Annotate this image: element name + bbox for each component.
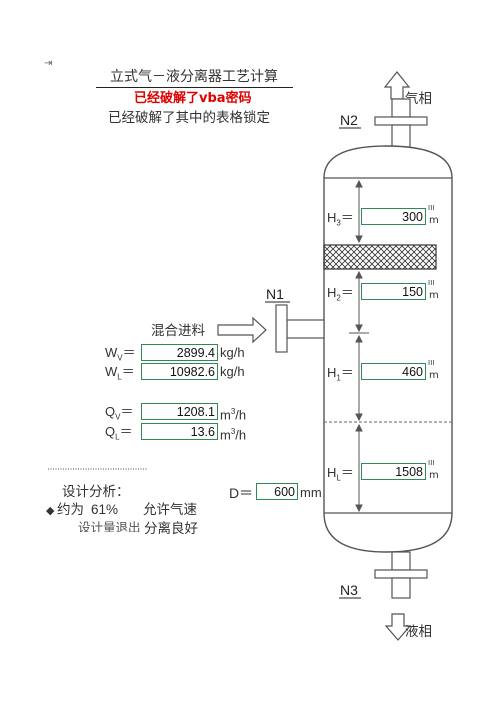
analysis-heading: 设计分析： [62,484,130,500]
wl-label: WL＝ [105,364,135,382]
hl-value-cell[interactable]: 1508 [361,463,426,480]
inlet-nozzle-neck [286,319,325,339]
qv-label: QV＝ [105,404,134,422]
diameter-value-cell[interactable]: 600 [256,483,298,500]
h1-unit-fragment-bottom: m [429,372,439,379]
hl-unit-fragment-top: I I I [428,459,435,467]
analysis-percent: 61% [91,502,119,517]
nozzle-label-n1: N1 [266,286,284,302]
qv-value-cell[interactable]: 1208.1 [141,403,218,420]
hl-label: HL＝ [327,465,354,483]
wl-unit: kg/h [220,364,245,379]
title-underline [96,87,293,88]
h3-unit-fragment-bottom: m [429,217,439,224]
cracked-sheet-note: 已经破解了其中的表格锁定 [108,110,270,126]
corner-mark: ⇥ [44,58,53,69]
ql-label: QL＝ [105,424,133,442]
analysis-overlap-text: 设计量退出 [78,520,141,532]
ql-unit: m3/h [220,427,247,443]
qv-unit: m3/h [220,407,247,423]
analysis-allow-velocity: 允许气速 [143,502,197,518]
h2-unit-fragment-top: I I I [428,279,435,287]
analysis-prefix: 约为 [57,502,84,518]
analysis-good-separation: 分离良好 [144,521,198,537]
analysis-bullet: ◆ [46,504,55,517]
ql-value-cell[interactable]: 13.6 [141,423,218,440]
h2-value-cell[interactable]: 150 [361,283,426,300]
h3-value-cell[interactable]: 300 [361,208,426,225]
page-title: 立式气－液分离器工艺计算 [110,69,278,85]
bottom-nozzle-neck [391,551,411,571]
liquid-outlet-arrow [384,613,412,641]
hl-unit-fragment-bottom: m [429,472,439,479]
feed-label: 混合进料 [151,323,205,339]
nozzle-label-n2: N2 [340,112,358,128]
wv-unit: kg/h [220,345,245,360]
h2-unit-fragment-bottom: m [429,292,439,299]
inlet-nozzle-flange [275,304,288,353]
h1-unit-fragment-top: I I I [428,359,435,367]
h3-unit-fragment-top: I I I [428,204,435,212]
h2-label: H2＝ [327,285,354,303]
wv-value-cell[interactable]: 2899.4 [141,344,218,361]
bottom-nozzle-flange [374,569,428,579]
gas-phase-label: 气相 [405,91,432,107]
demister-pad [323,244,437,270]
h3-label: H3＝ [327,210,354,228]
wv-label: WV＝ [105,345,136,363]
top-nozzle-neck [391,124,411,148]
liquid-phase-label: 液相 [405,624,432,640]
cracked-vba-banner: 已经破解了vba密码 [134,91,252,106]
gas-outlet-arrow [383,71,411,100]
diameter-label: D＝ [229,485,254,501]
feed-arrow [217,316,267,344]
top-nozzle-flange [374,116,428,126]
diameter-unit: mm [300,485,322,500]
wl-value-cell[interactable]: 10982.6 [141,363,218,380]
nozzle-label-n3: N3 [340,582,358,598]
h1-value-cell[interactable]: 460 [361,363,426,380]
bottom-nozzle-pipe [391,577,411,599]
h1-label: H1＝ [327,365,354,383]
